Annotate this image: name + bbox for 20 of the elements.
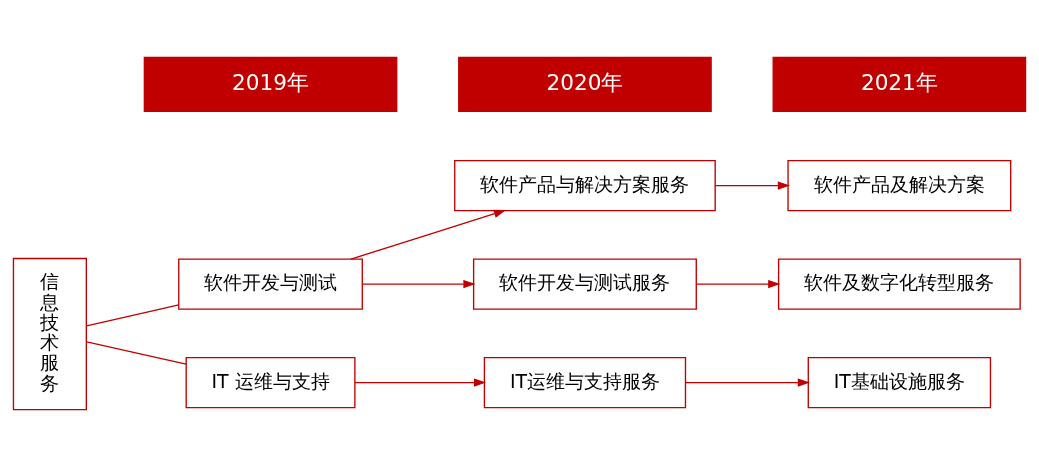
connector xyxy=(86,303,180,327)
arrow xyxy=(354,377,487,387)
arrow xyxy=(361,279,476,288)
arrow xyxy=(714,180,790,190)
arrow xyxy=(350,209,507,260)
arrow xyxy=(685,377,810,387)
node-box: IT 运维与支持 xyxy=(185,356,356,408)
node-box: IT基础设施服务 xyxy=(807,356,992,408)
connector xyxy=(86,340,187,365)
node-box: 软件开发与测试服务 xyxy=(472,257,697,310)
label: 2020年 xyxy=(546,69,624,95)
node-box: 软件开发与测试 xyxy=(178,257,363,310)
node-box: 信息技术服务 xyxy=(12,257,87,410)
label: 2021年 xyxy=(860,69,938,95)
node-box: 软件产品及解决方案 xyxy=(787,159,1012,211)
node-box: 软件产品与解决方案服务 xyxy=(454,159,716,211)
node-box: IT运维与支持服务 xyxy=(483,356,687,408)
node-box: 软件及数字化转型服务 xyxy=(777,257,1021,310)
arrow xyxy=(695,279,781,288)
label: 2019年 xyxy=(232,69,309,95)
